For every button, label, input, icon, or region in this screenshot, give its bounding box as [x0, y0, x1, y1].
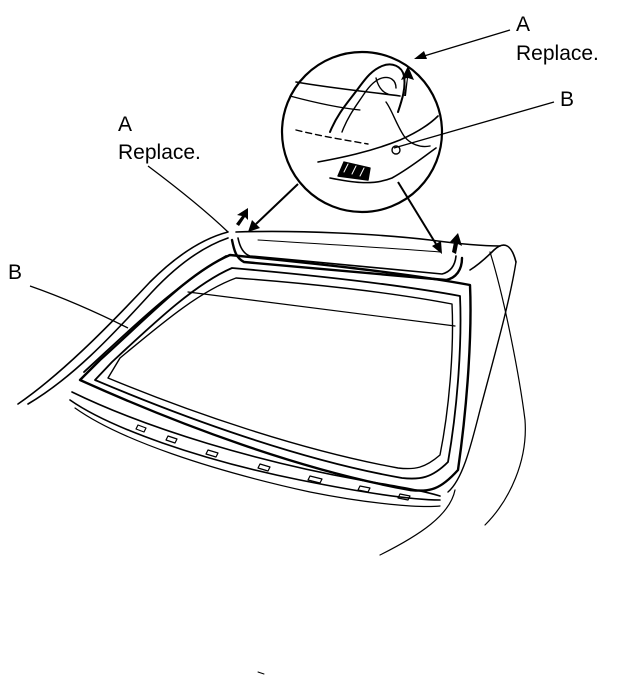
right-pillar-outer	[469, 244, 517, 271]
detail-pull-arrow-icon	[401, 66, 414, 96]
leader-detail-b	[393, 101, 555, 149]
top-molding-a-inner	[237, 237, 457, 275]
detail-roof-line	[295, 81, 401, 97]
cowl-lower-edge	[74, 407, 441, 508]
cowl-panel-bottom	[69, 399, 441, 501]
detail-body-panel	[329, 147, 437, 184]
right-body-curve	[484, 251, 526, 526]
detail-clip-ribs	[343, 163, 365, 177]
left-pillar-outer	[17, 231, 229, 405]
detail-inner-bracket	[385, 101, 431, 148]
left-pull-arrow-icon	[236, 208, 248, 226]
callout-left-b-letter: B	[8, 261, 22, 284]
leader-to-right-molding	[397, 181, 437, 245]
leader-top-a-head	[414, 51, 427, 59]
detail-leader-lines	[248, 181, 442, 254]
right-pull-arrow-icon	[449, 233, 462, 254]
detail-molding-profile	[329, 63, 406, 133]
roof-inner-line	[257, 239, 441, 253]
windshield-outer-frame	[78, 253, 472, 492]
windshield-shade-band	[187, 291, 456, 327]
leader-to-right-molding-head	[432, 241, 442, 254]
detail-inset	[280, 50, 444, 214]
pull-arrows	[236, 66, 462, 254]
callout-labels: A Replace. B A Replace. B	[8, 13, 599, 284]
callout-left-a-text: Replace.	[118, 141, 201, 164]
roof-front-edge	[235, 230, 501, 247]
callout-left-a-letter: A	[118, 113, 132, 136]
callout-leaders	[29, 29, 555, 329]
right-lower-body	[379, 489, 456, 556]
callout-detail-b-letter: B	[560, 88, 574, 111]
detail-pin	[391, 145, 401, 155]
cowl-vents	[135, 424, 411, 501]
leader-to-left-molding	[255, 183, 299, 225]
windshield-inner-frame	[94, 267, 462, 480]
left-pillar-inner	[27, 237, 229, 405]
vehicle-body	[17, 230, 526, 675]
side-molding-b	[83, 255, 227, 373]
leader-top-a	[423, 29, 511, 57]
cowl-panel-top	[71, 391, 441, 497]
leader-left-a	[147, 165, 229, 233]
callout-top-a-letter: A	[516, 13, 530, 36]
callout-top-a-text: Replace.	[516, 42, 599, 65]
detail-molding-lip	[375, 77, 389, 95]
detail-molding-profile-inner	[341, 76, 397, 133]
detail-dashed-line	[295, 129, 369, 145]
top-molding-a	[230, 238, 464, 282]
leader-left-b	[29, 285, 129, 329]
detail-glass-edge	[317, 115, 439, 163]
leader-to-left-molding-head	[248, 220, 260, 232]
windshield-glass-edge	[107, 277, 454, 470]
bottom-mark	[257, 671, 265, 675]
right-body-side	[447, 261, 517, 493]
